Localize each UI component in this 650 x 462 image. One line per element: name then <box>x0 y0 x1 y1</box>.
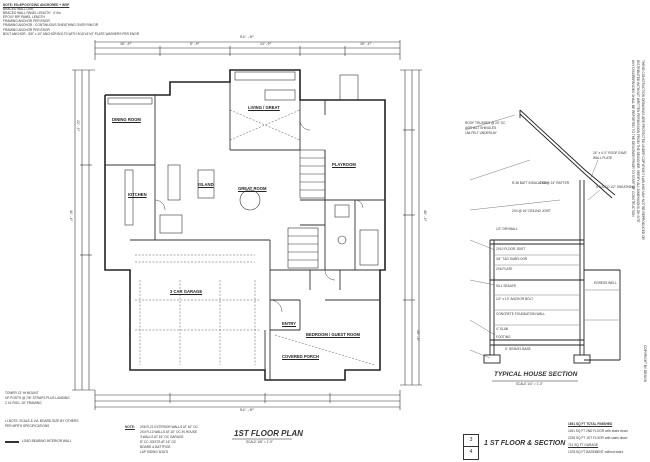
section-top-note-2: 15# FELT UNDERLAY <box>465 131 497 135</box>
section-title: TYPICAL HOUSE SECTION <box>494 371 578 378</box>
side-disclaimer-2: ANY DISCREPANCIES SHALL BE REPORTED TO T… <box>631 60 635 217</box>
dim-left-total: 41'-6" <box>69 210 73 222</box>
note-line-2: BRACED WALL PANEL LENGTH 4' 0m <box>3 11 61 16</box>
room-entry: ENTRY <box>282 321 297 326</box>
area-0: 1651 SQ FT TOTAL FINISHED <box>568 422 613 426</box>
note-line-6: FRAMING ANCHOR PER ENGR <box>3 27 50 32</box>
legend-line-0: TOWER 13' Ht MOUNT <box>5 391 39 395</box>
section-left-0: R-38 BATT INSULATION <box>512 181 548 185</box>
dim-seg-c: 14'-0" <box>260 42 272 46</box>
note-line-1: BRACED WALL LINE <box>3 7 34 12</box>
section-left-1: 2X4 @ 16" CEILING JOIST <box>512 209 551 213</box>
note-line-0: NOTE: ES=EPOXY/ZINC ANCHORED + WSP <box>3 3 70 7</box>
dim-seg-e: 22'-0" <box>76 120 80 132</box>
room-bedroom: BEDROOM / GUEST ROOM <box>306 332 360 337</box>
copyright: COPYRIGHT BY DESIGN <box>643 345 647 383</box>
section-left-10: FOOTING <box>496 335 511 339</box>
sheet-number: 3 <box>469 437 473 443</box>
bearing-wall-swatch <box>5 441 19 443</box>
room-playroom: PLAYROOM <box>332 162 356 167</box>
room-dining: DINING ROOM <box>112 117 141 122</box>
side-disclaimer-0: THESE CONSTRUCTION DRAWINGS ARE PROTECTE… <box>641 60 645 240</box>
plan-title: 1ST FLOOR PLAN <box>234 429 303 438</box>
sheet-total: 4 <box>464 446 478 458</box>
section-wall-plate: WALL PLATE <box>593 156 613 160</box>
dim-overall-top: 54'-0" <box>240 36 255 40</box>
section-top-note-1: ASPHALT SHINGLES <box>465 126 497 130</box>
dim-seg-b: 8'-0" <box>190 42 200 46</box>
sheet-title: 1 ST FLOOR & SECTION <box>484 440 566 447</box>
dim-overall-bottom: 54'-0" <box>240 409 255 413</box>
room-kitchen: KITCHEN <box>128 192 147 197</box>
section-left-7: 1/2" x 10" ANCHOR BOLT <box>496 297 534 301</box>
section-scale: SCALE 1/4" = 1'-0" <box>516 382 543 386</box>
section-left-4: 3/4" T&G SUBFLOOR <box>496 257 528 261</box>
general-notes: NOTE: ES=EPOXY/ZINC ANCHORED + WSP BRACE… <box>3 3 140 36</box>
bottom-note-5: LAP SIDING 5/16"S <box>140 450 169 454</box>
dim-seg-a: 16'-0" <box>120 42 132 46</box>
room-covered-porch: COVERED PORCH <box>282 354 319 359</box>
bottom-note-0: 2X6 R-21 EXTERIOR WALLS AT 16" OC <box>140 425 198 429</box>
room-garage: 3 CAR GARAGE <box>170 289 203 294</box>
bottom-note-1: 2X4 R-13 WALLS AT 16" OC IN HOUSE <box>140 430 198 434</box>
plan-scale: SCALE 1/8" = 1'-0" <box>246 440 273 444</box>
section-egress: EGRESS WELL <box>594 281 617 285</box>
bottom-note-2: 3 WALLS AT 16" OC GARAGE <box>140 435 184 439</box>
section-left-5: 2X6 PLATE <box>496 267 513 271</box>
note-line-5: FRAMING ANCHOR - CONTINUOUS SHEATHING OV… <box>3 23 99 28</box>
section-stucco: STUCCO 1/2" SHEATHING <box>596 185 636 189</box>
room-living: LIVING / GREAT <box>248 105 280 110</box>
section-left-9: 4" SLAB <box>496 327 508 331</box>
section-top-note-0: ROOF TRUSSES @ 24" OC <box>465 121 506 125</box>
area-3: 712 SQ FT GARAGE <box>568 443 599 447</box>
dim-seg-f: 18'-8" <box>416 330 420 342</box>
section-left-2: 1/2" DRYWALL <box>496 227 518 231</box>
section-left-11: 6" GRAVEL BASE <box>505 347 531 351</box>
legend-line-2: 2 X4 ROD, 16" FRAMING <box>5 401 42 405</box>
area-1: 1161 SQ FT 2ND FLOOR with stairs down <box>568 429 628 433</box>
section-rafter: 2X4 @ 24" RAFTER <box>540 181 569 185</box>
bottom-note-4: BOARD & BATTFIGE <box>140 445 171 449</box>
side-disclaimer-1: DISTRIBUTED WITHOUT WRITTEN PERMISSION F… <box>636 60 640 223</box>
area-4: 1378 SQ FT BASEMENT without stairs <box>568 450 624 454</box>
bottom-notes-header: NOTE: <box>125 425 135 429</box>
legend-bearing: LOAD BEARING INTERIOR WALL <box>22 439 72 443</box>
legend-lumber-0: LI-NOTE: SCALE & LVL BOARD SIZE BY OTHER… <box>5 419 79 423</box>
legend-line-1: OF POSTS @ 7/8" STRAPS PLUS LANDING <box>5 396 70 400</box>
note-line-3: EPOXY RIP PANEL LENGTH <box>3 15 45 20</box>
area-2: 2228 SQ FT 1ST FLOOR with stairs down <box>568 436 628 440</box>
bottom-note-3: 8" CC JOISTS AT 16" OC <box>140 440 177 444</box>
section-left-8: CONCRETE FOUNDATION WALL <box>496 312 546 316</box>
sheet-number-box: 3 4 <box>463 434 479 460</box>
section-eave: 24" x 4'-0" ROOF EAVE <box>593 151 627 155</box>
room-great: GREAT ROOM <box>238 186 267 191</box>
legend-lumber-1: PER MFR'S SPECIFICATIONS <box>5 424 50 428</box>
section-left-6: SILL SEALER <box>496 284 516 288</box>
note-line-4: FRAMING ANCHOR PER ENGR <box>3 19 50 24</box>
dim-right-total: 48'-6" <box>423 210 427 222</box>
dim-seg-d: 10'-4" <box>360 42 372 46</box>
note-line-7: BOLT ANCHOR - 5/8" x 10" ANCHOR BOLTS WI… <box>3 31 140 36</box>
section-left-3: 2X10 FLOOR JOIST <box>496 247 526 251</box>
room-island: ISLAND <box>198 182 214 187</box>
